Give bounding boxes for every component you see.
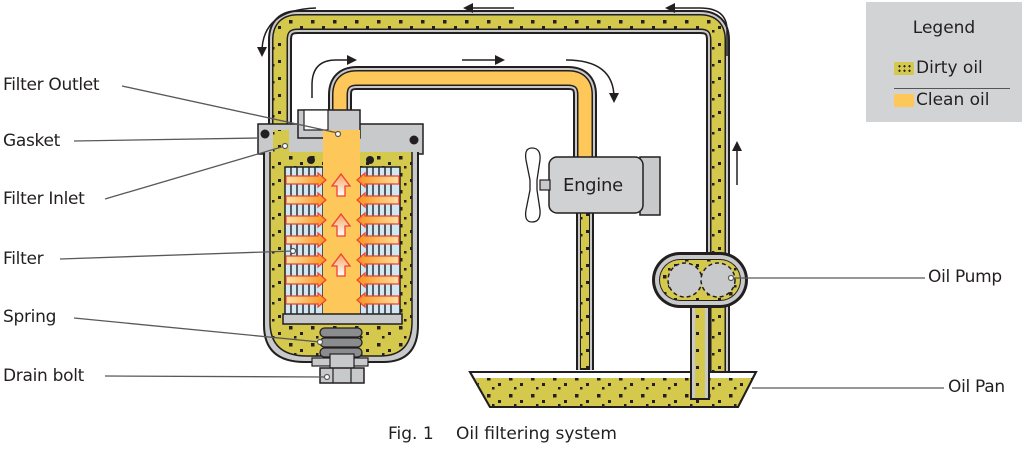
label-engine: Engine xyxy=(563,175,623,196)
inflow-arrows xyxy=(285,171,400,309)
inflow-arrow-right-2 xyxy=(356,211,400,229)
inflow-arrow-right-5 xyxy=(356,271,400,289)
inflow-arrow-left-2 xyxy=(285,211,327,229)
oil-pan xyxy=(468,371,758,408)
label-filter-outlet: Filter Outlet xyxy=(3,75,100,95)
legend-divider xyxy=(894,88,1010,89)
legend-label: Clean oil xyxy=(916,90,990,110)
legend-item-clean-oil: Clean oil xyxy=(894,90,990,110)
pump-pickup-pipe xyxy=(690,300,710,400)
label-drain-bolt: Drain bolt xyxy=(3,366,84,386)
dirty-oil-return-pipe xyxy=(268,10,730,380)
flow-direction-arrows xyxy=(257,3,742,185)
legend: Legend Dirty oil Clean oil xyxy=(866,2,1022,122)
oil-filter xyxy=(257,109,424,384)
inflow-arrow-left-1 xyxy=(285,191,327,209)
engine xyxy=(524,147,661,223)
inflow-arrow-left-5 xyxy=(285,271,327,289)
legend-item-dirty-oil: Dirty oil xyxy=(894,58,983,78)
label-gasket: Gasket xyxy=(3,131,61,151)
leader-drain-bolt xyxy=(104,375,328,378)
drain-bolt xyxy=(311,353,369,384)
clean-oil-swatch-icon xyxy=(894,93,914,107)
leader-gasket xyxy=(73,137,259,142)
dirty-oil-swatch-icon xyxy=(894,61,914,75)
inflow-arrow-right-1 xyxy=(356,191,400,209)
inflow-arrow-left-4 xyxy=(285,251,327,269)
inflow-arrow-left-6 xyxy=(285,291,327,309)
pump-gear-left xyxy=(667,262,703,298)
spring xyxy=(319,327,363,358)
inflow-arrow-right-6 xyxy=(356,291,400,309)
legend-label: Dirty oil xyxy=(916,58,983,78)
oil-pump xyxy=(652,252,748,308)
leader-filter xyxy=(59,250,294,260)
pump-gear-right xyxy=(700,262,736,298)
label-filter-inlet: Filter Inlet xyxy=(3,189,85,209)
clean-oil-pipe xyxy=(328,66,597,160)
leader-filter-inlet xyxy=(104,145,286,200)
inflow-arrow-right-4 xyxy=(356,251,400,269)
legend-title: Legend xyxy=(912,18,976,38)
label-oil-pan: Oil Pan xyxy=(948,377,1005,397)
upflow-arrow xyxy=(330,172,352,277)
label-spring: Spring xyxy=(3,307,57,327)
figure-title: Oil filtering system xyxy=(456,424,617,444)
inflow-arrow-left-3 xyxy=(285,231,327,249)
figure-number: Fig. 1 xyxy=(388,424,434,444)
inflow-arrow-right-0 xyxy=(356,171,400,189)
label-oil-pump: Oil Pump xyxy=(928,267,1002,287)
label-filter: Filter xyxy=(3,249,44,269)
inflow-arrow-left-0 xyxy=(285,171,327,189)
engine-drain-pipe xyxy=(576,210,594,370)
leader-filter-outlet xyxy=(121,85,339,134)
inflow-arrow-right-3 xyxy=(356,231,400,249)
leader-lines xyxy=(59,85,944,389)
leader-spring xyxy=(73,317,321,343)
engine-fan-icon xyxy=(524,147,541,223)
